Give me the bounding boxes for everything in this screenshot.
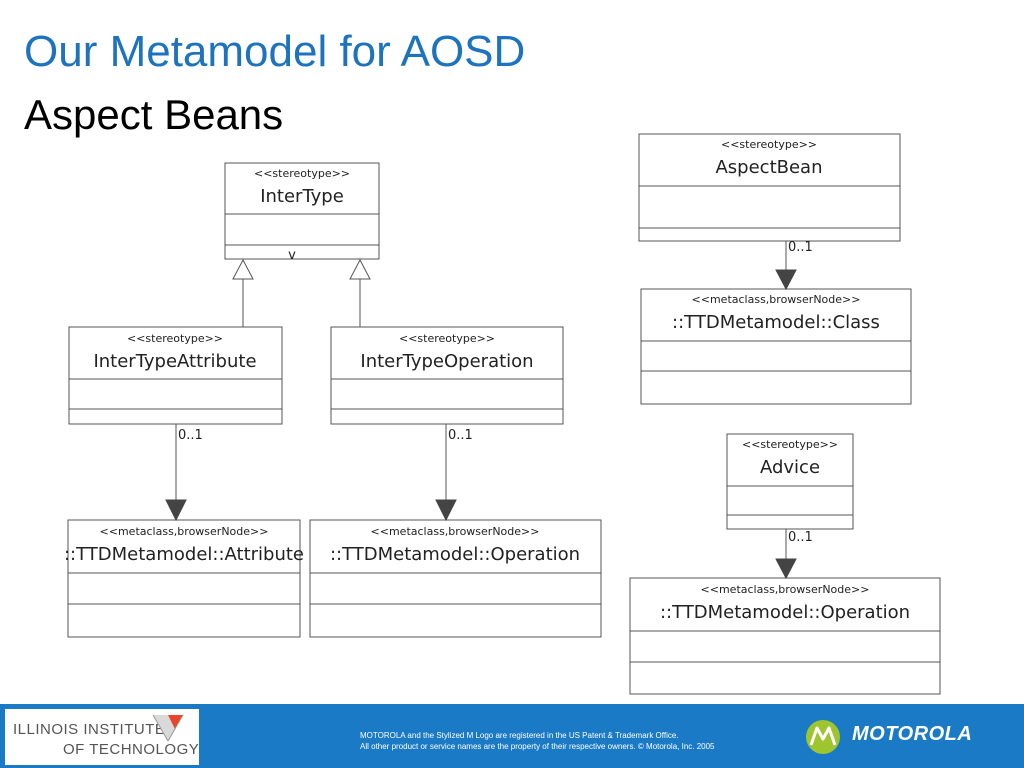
- class-ttd-attribute: <<metaclass,browserNode>> ::TTDMetamodel…: [64, 519, 304, 638]
- slide-subtitle: Aspect Beans: [24, 91, 284, 138]
- class-name: Advice: [760, 457, 820, 478]
- class-name: ::TTDMetamodel::Operation: [330, 544, 580, 565]
- multiplicity-label: 0..1: [788, 530, 813, 545]
- association-advice: 0..1: [775, 529, 813, 580]
- class-advice: <<stereotype>> Advice: [726, 433, 854, 530]
- multiplicity-label: 0..1: [178, 428, 203, 443]
- stereotype-label: <<metaclass,browserNode>>: [371, 525, 540, 538]
- uml-diagram: <<stereotype>> InterType v <<stereotype>…: [64, 133, 941, 695]
- class-name: AspectBean: [715, 157, 822, 178]
- class-name: ::TTDMetamodel::Operation: [660, 602, 910, 623]
- class-ttd-class: <<metaclass,browserNode>> ::TTDMetamodel…: [640, 288, 912, 405]
- class-name: ::TTDMetamodel::Class: [672, 312, 880, 333]
- class-ttd-operation-right: <<metaclass,browserNode>> ::TTDMetamodel…: [629, 577, 941, 695]
- institute-line1: ILLINOIS INSTITUTE: [13, 721, 166, 738]
- stereotype-label: <<stereotype>>: [721, 138, 817, 151]
- multiplicity-label: 0..1: [788, 240, 813, 255]
- stereotype-label: <<metaclass,browserNode>>: [692, 293, 861, 306]
- stereotype-label: <<stereotype>>: [399, 332, 495, 345]
- stereotype-label: <<metaclass,browserNode>>: [100, 525, 269, 538]
- legal-line2: All other product or service names are t…: [360, 742, 715, 751]
- class-name: InterType: [260, 186, 344, 207]
- class-name: InterTypeOperation: [360, 351, 533, 372]
- generalization-operation: [349, 258, 371, 327]
- stereotype-label: <<stereotype>>: [742, 438, 838, 451]
- class-aspect-bean: <<stereotype>> AspectBean: [638, 133, 901, 242]
- association-attribute: 0..1: [165, 424, 203, 522]
- motorola-wordmark: MOTOROLA: [852, 723, 973, 745]
- iit-logo: ILLINOIS INSTITUTE OF TECHNOLOGY: [5, 709, 199, 765]
- stereotype-label: <<stereotype>>: [127, 332, 223, 345]
- legal-notice: MOTOROLA and the Stylized M Logo are reg…: [360, 730, 715, 752]
- multiplicity-label: 0..1: [448, 428, 473, 443]
- motorola-logo-icon: [806, 720, 840, 754]
- legal-line1: MOTOROLA and the Stylized M Logo are reg…: [360, 731, 679, 740]
- class-intertype-operation: <<stereotype>> InterTypeOperation: [330, 326, 564, 425]
- class-intertype-attribute: <<stereotype>> InterTypeAttribute: [68, 326, 283, 425]
- class-intertype: <<stereotype>> InterType v: [224, 162, 380, 263]
- slide-title: Our Metamodel for AOSD: [24, 27, 526, 76]
- association-aspect-bean: 0..1: [775, 240, 813, 291]
- class-name: InterTypeAttribute: [93, 351, 256, 372]
- class-ttd-operation-left: <<metaclass,browserNode>> ::TTDMetamodel…: [309, 519, 602, 638]
- association-operation: 0..1: [435, 424, 473, 522]
- class-name: ::TTDMetamodel::Attribute: [64, 544, 304, 565]
- generalization-attribute: [232, 258, 254, 327]
- stereotype-label: <<stereotype>>: [254, 167, 350, 180]
- stereotype-label: <<metaclass,browserNode>>: [701, 583, 870, 596]
- institute-line2: OF TECHNOLOGY: [63, 741, 200, 758]
- iit-emblem-icon: [152, 714, 184, 742]
- intertype-marker: v: [288, 248, 296, 263]
